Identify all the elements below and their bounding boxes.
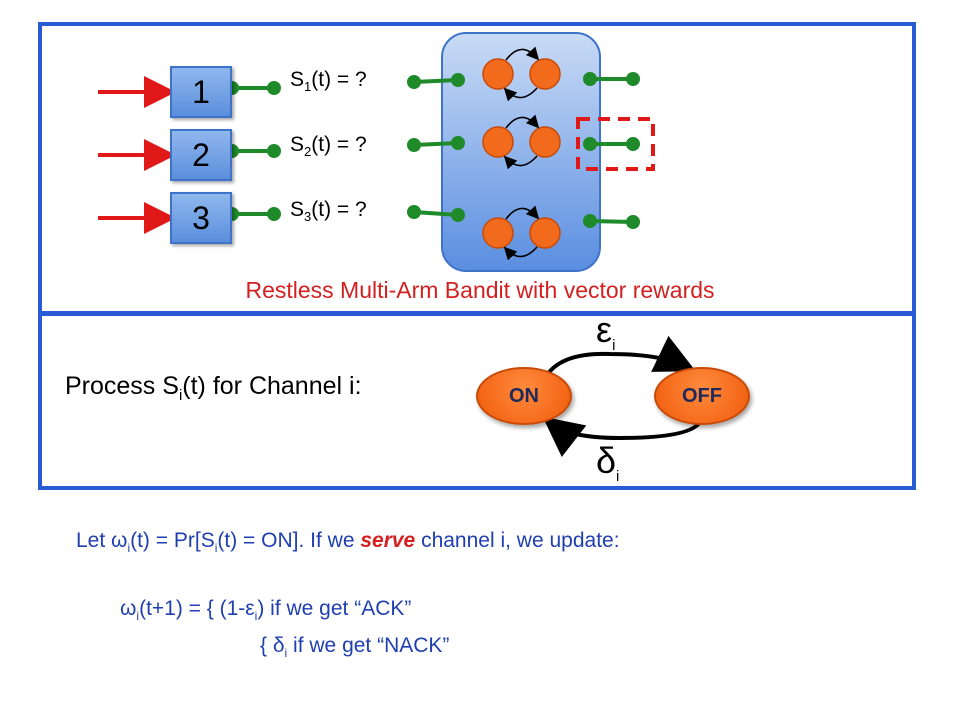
epsilon-label: εi [596,309,616,355]
bandit-input-2 [413,141,459,147]
arm2-state-b [529,126,561,158]
channel-box-1: 1 [170,66,232,118]
arm3-transition-top [505,205,540,220]
process-panel [38,312,916,490]
arm-label-1: S1(t) = ? [290,68,367,95]
arm1-state-b [529,58,561,90]
update-ack-line: ωi(t+1) = { (1-εi) if we get “ACK” [120,597,412,624]
off-state: OFF [654,367,750,425]
bandit-output-3 [589,219,634,224]
arm1-transition-top [505,46,540,61]
arm2-transition-bottom [503,155,538,170]
process-label: Process Si(t) for Channel i: [65,372,362,404]
arm1-transition-bottom [503,87,538,102]
arm2-transition-top [505,114,540,129]
on-to-off-arrow [543,335,696,380]
bandit-input-3 [413,210,459,217]
bandit-box [441,32,601,272]
selected-arm-highlight [576,117,655,171]
arm3-transition-bottom [503,246,538,261]
arm3-state-b [529,217,561,249]
bandit-input-1 [413,78,459,84]
arm-label-3: S3(t) = ? [290,198,367,225]
delta-label: δi [596,440,620,486]
channel-box-2: 2 [170,129,232,181]
off-to-on-arrow [542,416,702,457]
channel-box-3: 3 [170,192,232,244]
arm1-state-a [482,58,514,90]
update-intro-line: Let ωi(t) = Pr[Si(t) = ON]. If we serve … [76,529,620,556]
arm-label-2: S2(t) = ? [290,133,367,160]
on-state: ON [476,367,572,425]
bandit-caption: Restless Multi-Arm Bandit with vector re… [245,277,715,303]
arm3-state-a [482,217,514,249]
arm2-state-a [482,126,514,158]
update-nack-line: { δi if we get “NACK” [260,634,450,661]
